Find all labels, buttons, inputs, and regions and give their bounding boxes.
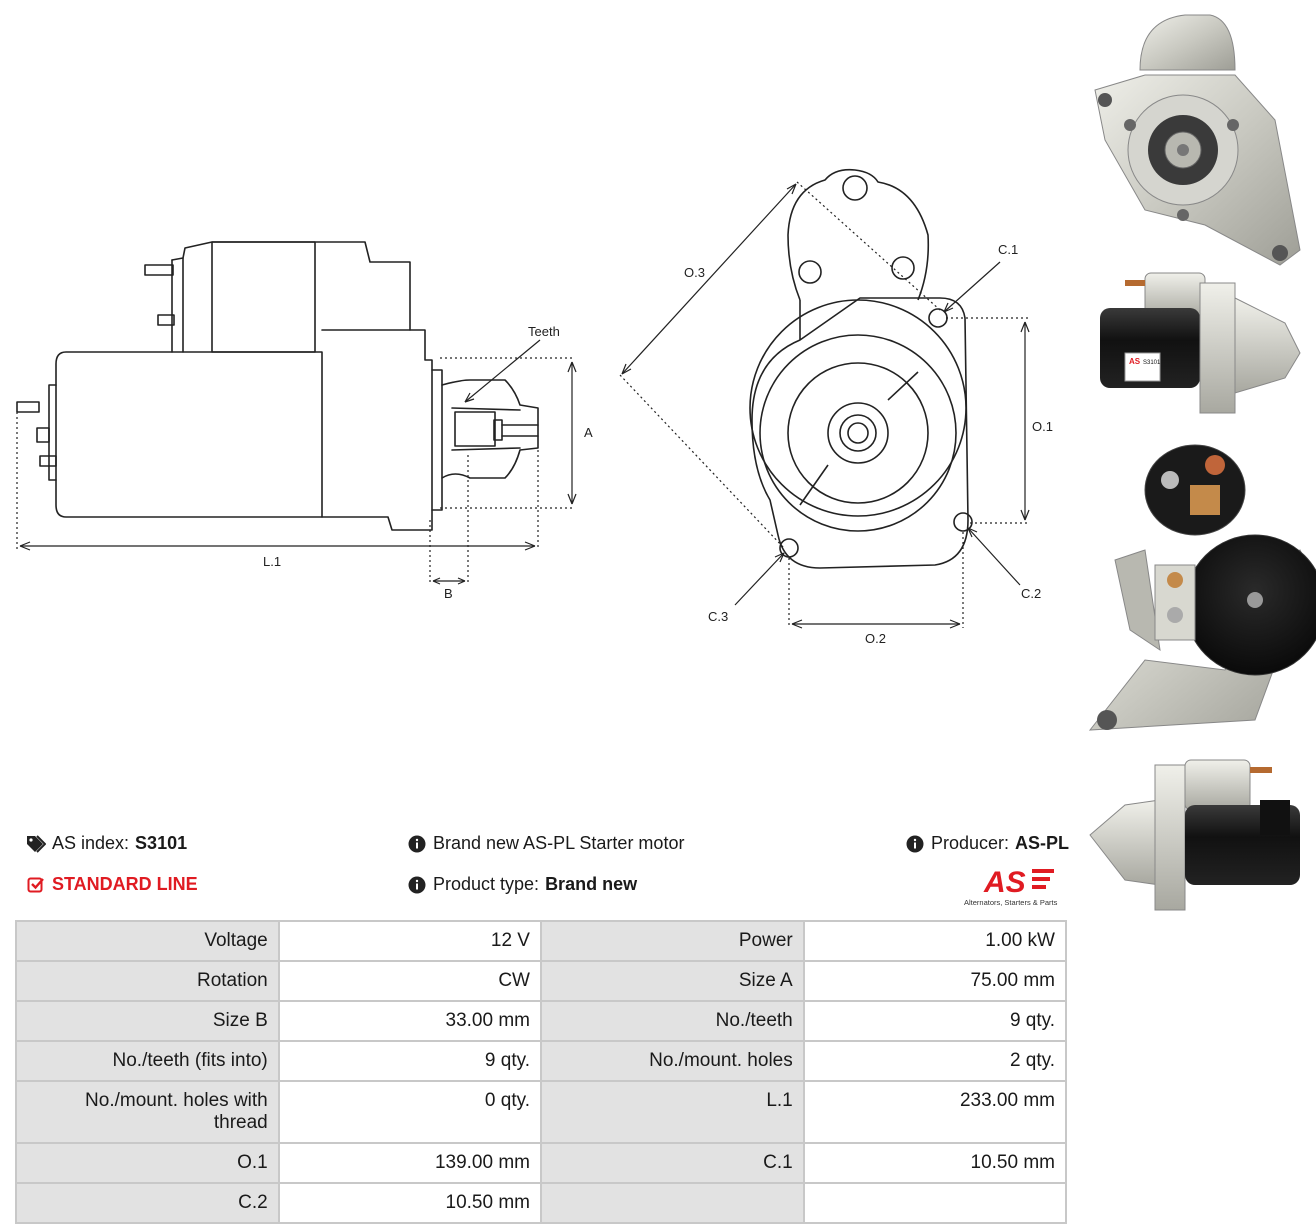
table-row: No./teeth (fits into) 9 qty. No./mount. … [15, 1040, 1068, 1082]
spec-value: 10.50 mm [277, 1182, 542, 1224]
technical-diagram: Teeth A L.1 B [16, 168, 1053, 646]
spec-value: 9 qty. [802, 1000, 1068, 1042]
spec-label: O.1 [15, 1142, 280, 1184]
table-row: Size B 33.00 mm No./teeth 9 qty. [15, 1000, 1068, 1042]
spec-value: 2 qty. [802, 1040, 1068, 1082]
spec-value: 10.50 mm [802, 1142, 1068, 1184]
standard-line: STANDARD LINE [26, 874, 198, 895]
spec-label: No./teeth [539, 1000, 805, 1042]
spec-value: 12 V [277, 920, 542, 962]
product-type-label: Product type: [433, 874, 540, 894]
spec-value: 75.00 mm [802, 960, 1068, 1002]
spec-label: Size A [539, 960, 805, 1002]
label-c1: C.1 [998, 242, 1018, 257]
spec-label: Power [539, 920, 805, 962]
producer-label: Producer: [931, 833, 1010, 853]
product-photo-rear [1088, 444, 1316, 731]
product-photos: AS S3101 [1085, 0, 1316, 920]
box-brand-text: AS [1129, 357, 1141, 366]
table-row: Voltage 12 V Power 1.00 kW [15, 920, 1068, 962]
label-l1: L.1 [263, 554, 281, 569]
label-o1: O.1 [1032, 419, 1053, 434]
spec-value: CW [277, 960, 542, 1002]
label-teeth: Teeth [528, 324, 560, 339]
table-row: C.2 10.50 mm [15, 1182, 1068, 1224]
as-index-value: S3101 [135, 833, 188, 853]
logo-tagline: Alternators, Starters & Parts [964, 898, 1058, 907]
spec-label: Rotation [15, 960, 280, 1002]
as-index: AS index: S3101 [26, 833, 187, 854]
as-index-label: AS index: [52, 833, 130, 853]
tags-icon [26, 834, 46, 854]
label-a: A [584, 425, 593, 440]
product-photo-front [1094, 14, 1301, 266]
front-view [749, 168, 973, 569]
specs-table: Voltage 12 V Power 1.00 kW Rotation CW S… [15, 920, 1068, 1224]
diagram-svg: Teeth A L.1 B [16, 168, 1053, 646]
standard-line-text: STANDARD LINE [52, 874, 198, 894]
label-o3: O.3 [684, 265, 705, 280]
info-icon [905, 834, 925, 854]
spec-value [802, 1182, 1068, 1224]
product-photo-side-reverse [1089, 759, 1300, 911]
producer: Producer: AS-PL [905, 833, 1069, 854]
spec-label: No./mount. holes with thread [15, 1080, 280, 1144]
spec-label: L.1 [539, 1080, 805, 1144]
side-dimensions [16, 339, 577, 585]
producer-value: AS-PL [1015, 833, 1070, 853]
table-row: Rotation CW Size A 75.00 mm [15, 960, 1068, 1002]
side-view [16, 241, 539, 531]
product-type-value: Brand new [545, 874, 638, 894]
spec-label: C.2 [15, 1182, 280, 1224]
product-photo-side: AS S3101 [1100, 272, 1301, 414]
spec-label: No./teeth (fits into) [15, 1040, 280, 1082]
label-c3: C.3 [708, 609, 728, 624]
spec-label: Voltage [15, 920, 280, 962]
product-type: Product type: Brand new [407, 874, 637, 895]
spec-label: Size B [15, 1000, 280, 1042]
spec-value: 33.00 mm [277, 1000, 542, 1042]
table-row: O.1 139.00 mm C.1 10.50 mm [15, 1142, 1068, 1184]
spec-value: 233.00 mm [802, 1080, 1068, 1144]
product-info: AS index: S3101 STANDARD LINE Brand new … [0, 828, 1080, 918]
table-row: No./mount. holes with thread 0 qty. L.1 … [15, 1080, 1068, 1144]
spec-value: 9 qty. [277, 1040, 542, 1082]
description-text: Brand new AS-PL Starter motor [433, 833, 685, 853]
box-part-text: S3101 [1143, 360, 1161, 366]
info-icon [407, 875, 427, 895]
check-square-icon [26, 875, 46, 895]
spec-value: 0 qty. [277, 1080, 542, 1144]
spec-label: No./mount. holes [539, 1040, 805, 1082]
spec-label [539, 1182, 805, 1224]
as-logo: AS Alternators, Starters & Parts [964, 866, 1058, 907]
info-icon [407, 834, 427, 854]
label-c2: C.2 [1021, 586, 1041, 601]
logo-text: AS [983, 866, 1026, 899]
spec-label: C.1 [539, 1142, 805, 1184]
label-o2: O.2 [865, 631, 886, 646]
description: Brand new AS-PL Starter motor [407, 833, 684, 854]
product-box-label [1124, 352, 1161, 382]
front-dimensions [619, 181, 1030, 629]
label-b: B [444, 586, 453, 601]
spec-value: 1.00 kW [802, 920, 1068, 962]
spec-value: 139.00 mm [277, 1142, 542, 1184]
